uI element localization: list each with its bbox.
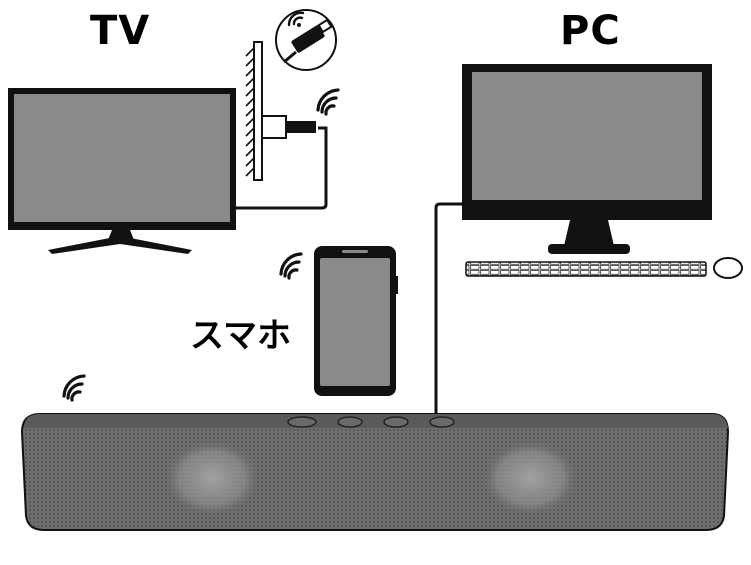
wall-outlet	[245, 41, 316, 181]
soundbar-body	[20, 413, 730, 531]
wifi-icon	[316, 88, 340, 116]
usb-dongle-icon	[275, 9, 337, 71]
pc-monitor-neck	[564, 220, 614, 246]
tv-label: TV	[90, 8, 151, 54]
mode-button	[337, 416, 363, 428]
left-driver	[164, 440, 260, 516]
pc-monitor-base	[548, 244, 630, 254]
tv-illustration	[8, 88, 236, 254]
tv-screen	[14, 94, 230, 222]
tv-stand	[48, 236, 192, 254]
wifi-icon	[279, 252, 303, 280]
usb-dongle	[286, 121, 316, 133]
wifi-icon	[62, 374, 86, 402]
pc-label: PC	[560, 8, 621, 54]
phone-screen	[320, 258, 390, 386]
pc-illustration	[462, 64, 743, 279]
mouse	[713, 257, 743, 279]
volume-down-button	[383, 416, 409, 428]
soundbar-top	[24, 414, 728, 428]
pc-cable	[434, 202, 462, 414]
soundbar	[20, 413, 730, 531]
keyboard	[465, 261, 707, 277]
tv-cable	[236, 126, 328, 210]
pc-screen	[472, 72, 702, 200]
power-button	[287, 416, 317, 428]
usb-adapter	[261, 115, 287, 139]
volume-up-button	[429, 416, 455, 428]
smartphone-illustration	[314, 246, 398, 396]
right-driver	[482, 440, 578, 516]
smartphone-label: スマホ	[190, 316, 291, 356]
